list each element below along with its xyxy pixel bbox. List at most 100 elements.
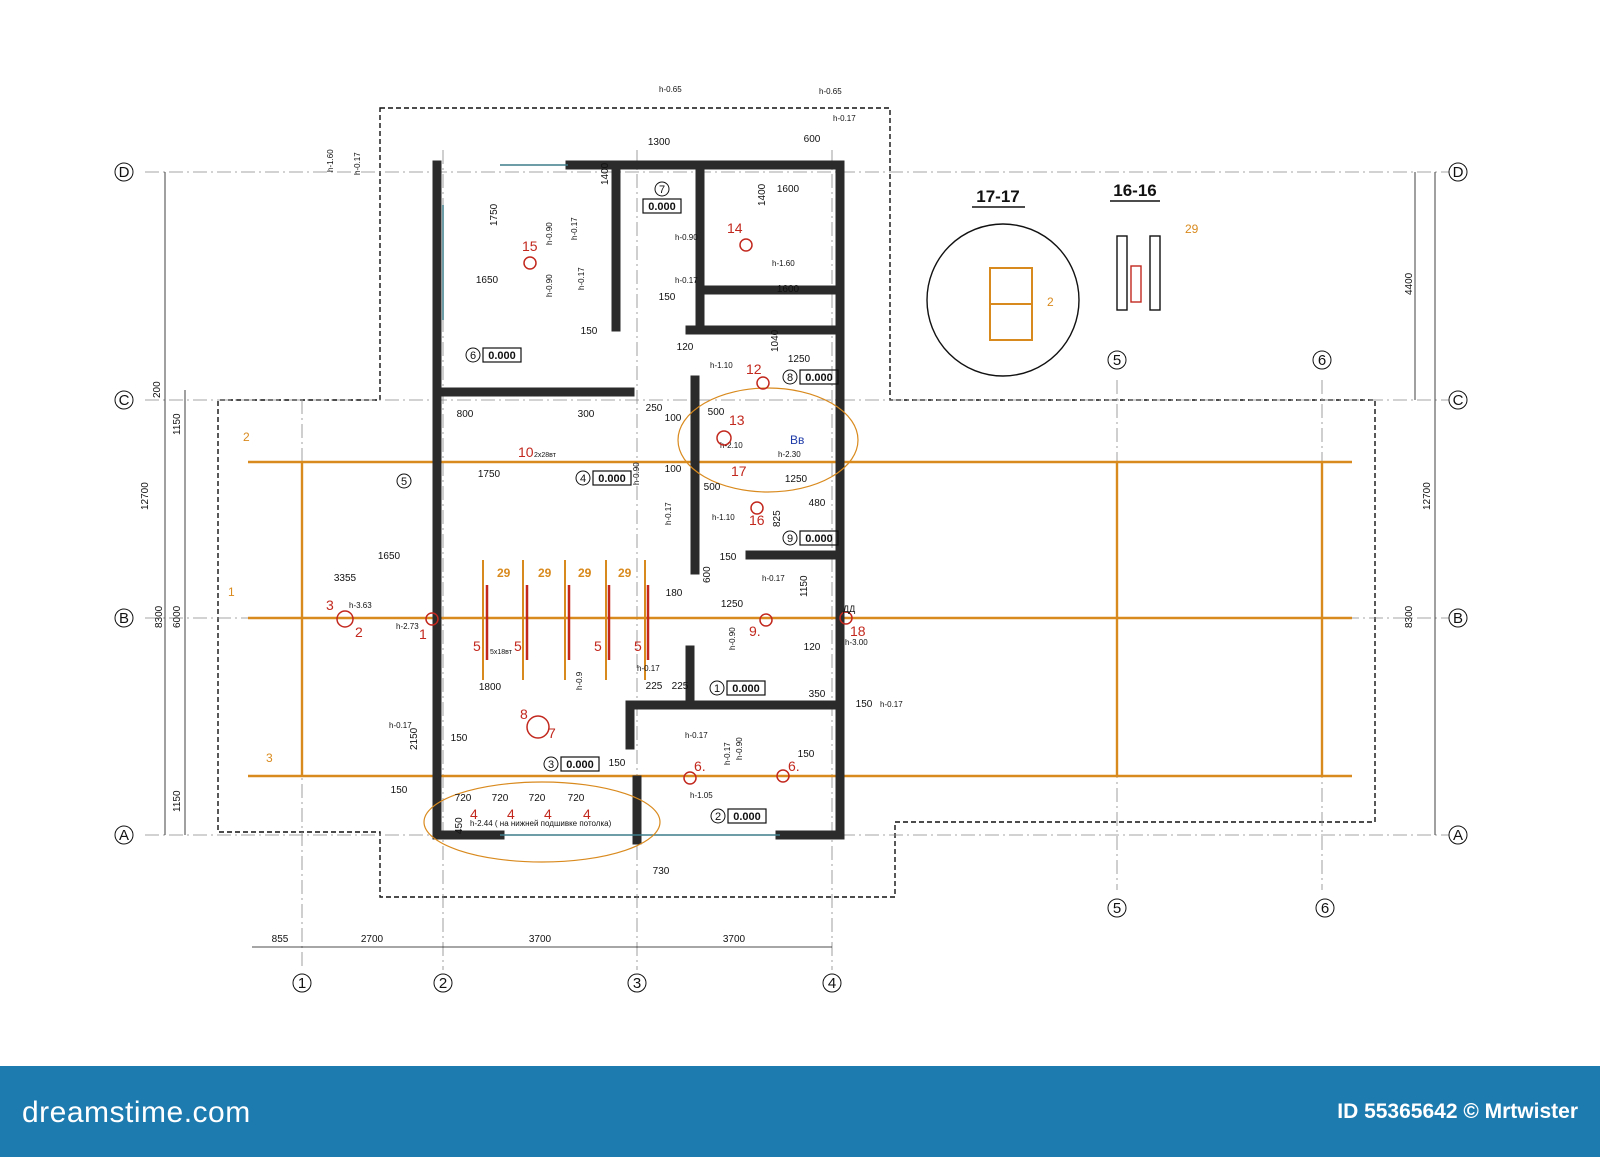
lamp-note: 5x18вт	[490, 649, 513, 656]
marker-red: 10	[518, 444, 534, 460]
notes: h-2.44 ( на нижней подшивке потолка) 5x1…	[470, 433, 855, 828]
dim-label: 6000	[172, 605, 183, 628]
height-label: h-2.10	[720, 441, 743, 450]
room-number: 6	[470, 350, 476, 362]
dim-label: 500	[704, 482, 721, 493]
dim-label: 730	[653, 866, 670, 877]
lamp-lines	[482, 560, 646, 680]
height-label: h-0.17	[833, 114, 856, 123]
dimension-lines	[164, 172, 1436, 948]
marker-orange: 2	[1047, 295, 1054, 309]
marker-red: 8	[520, 706, 528, 722]
marker-red: 4	[470, 806, 478, 822]
dim-label: 450	[454, 817, 465, 834]
height-label: h-0.90	[735, 737, 744, 760]
room-number: 3	[548, 759, 554, 771]
room-number: 5	[401, 476, 407, 488]
height-label: h-0.9	[575, 671, 584, 690]
room-number: 8	[787, 372, 793, 384]
ceiling-note: h-2.44 ( на нижней подшивке потолка)	[470, 819, 612, 828]
room-level: 0.000	[648, 201, 676, 213]
dim-label: 1150	[172, 790, 183, 812]
dim-label: 1650	[378, 551, 401, 562]
axis-letter: A	[1453, 827, 1463, 844]
axis-letters-left: D C B A	[114, 162, 134, 845]
marker-red: 1	[419, 626, 427, 642]
dim-label: 1600	[777, 184, 800, 195]
dim-label: 1250	[721, 599, 744, 610]
dim-label: 720	[455, 793, 472, 804]
marker-red: 15	[522, 238, 538, 254]
detail-17-17	[926, 223, 1080, 377]
dim-label: 800	[457, 409, 474, 420]
dim-label: 3355	[334, 573, 357, 584]
height-label: h-3.63	[349, 601, 372, 610]
dim-label: 2150	[409, 727, 420, 750]
dims-right: 4400 12700 8300	[1404, 272, 1433, 628]
height-label: h-0.17	[880, 700, 903, 709]
axis-letter: B	[1453, 610, 1463, 627]
height-label: h-0.65	[659, 85, 682, 94]
dim-label: 150	[609, 758, 626, 769]
dims-bottom: 855 2700 3700 3700	[272, 934, 746, 945]
axis-number: 1	[298, 975, 306, 992]
dim-label: 180	[666, 588, 683, 599]
height-label: h-1.10	[712, 513, 735, 522]
dim-label: 2700	[361, 934, 384, 945]
marker-red: 13	[729, 412, 745, 428]
dim-label: 200	[152, 381, 163, 398]
walls	[432, 160, 845, 845]
dim-label: 3700	[723, 934, 746, 945]
door-label: ДД	[843, 604, 855, 614]
room-level: 0.000	[566, 759, 594, 771]
lamp-note-2: 2х28вт	[534, 452, 557, 459]
red-markers: 15 14 12 13 17 16 10 3 2 9. 18 8 7 6. 6.…	[326, 220, 866, 822]
height-label: h-1.60	[326, 149, 335, 172]
brand-logo[interactable]: dreamstime.com	[22, 1096, 251, 1129]
marker-red: 18	[850, 623, 866, 639]
height-label: h-0.17	[353, 152, 362, 175]
marker-red: 16	[749, 512, 765, 528]
dim-label: 120	[677, 342, 694, 353]
height-label: h-0.17	[723, 742, 732, 765]
marker-red: 6.	[788, 758, 800, 774]
dim-label: 120	[804, 642, 821, 653]
dim-label: 8300	[1404, 605, 1415, 628]
axis-number: 5	[1113, 352, 1121, 369]
dim-label: 1650	[476, 275, 499, 286]
section-16-title: 16-16	[1113, 181, 1156, 200]
roof-outline	[217, 107, 1376, 898]
marker-red: 3	[326, 597, 334, 613]
room-number: 9	[787, 533, 793, 545]
room-number: 2	[715, 811, 721, 823]
height-label: h-0.90	[632, 462, 641, 485]
dim-label: 225	[672, 681, 689, 692]
height-label: h-1.05	[690, 791, 713, 800]
dim-label: 150	[856, 699, 873, 710]
dim-label: 100	[665, 413, 682, 424]
marker-red: 7	[548, 725, 556, 741]
height-label: h-2.73	[396, 622, 419, 631]
dims-interior: 1300 600 1400 1600 1750 1650 1400 1600 1…	[334, 134, 873, 877]
dim-label: 600	[804, 134, 821, 145]
dim-label: 720	[492, 793, 509, 804]
axis-letter: B	[119, 610, 129, 627]
marker-red: 4	[507, 806, 515, 822]
marker-red: 4	[583, 806, 591, 822]
dim-label: 1800	[479, 682, 502, 693]
marker-orange: 29	[538, 566, 552, 580]
image-credit: ID 55365642 © Mrtwister	[1337, 1100, 1578, 1123]
axis-letter: D	[1453, 164, 1464, 181]
dim-label: 1400	[757, 183, 768, 206]
marker-red: 5	[594, 638, 602, 654]
marker-red: 5	[473, 638, 481, 654]
dim-label: 1040	[770, 329, 781, 352]
axis-letters-right: D C B A	[1448, 162, 1468, 845]
room-level: 0.000	[805, 372, 833, 384]
marker-red: 12	[746, 361, 762, 377]
marker-orange: 29	[618, 566, 632, 580]
axis-letter: D	[119, 164, 130, 181]
dims-left: 200 1150 12700 8300 6000 1150	[140, 381, 183, 812]
dim-label: 1600	[777, 284, 800, 295]
room-level: 0.000	[598, 473, 626, 485]
